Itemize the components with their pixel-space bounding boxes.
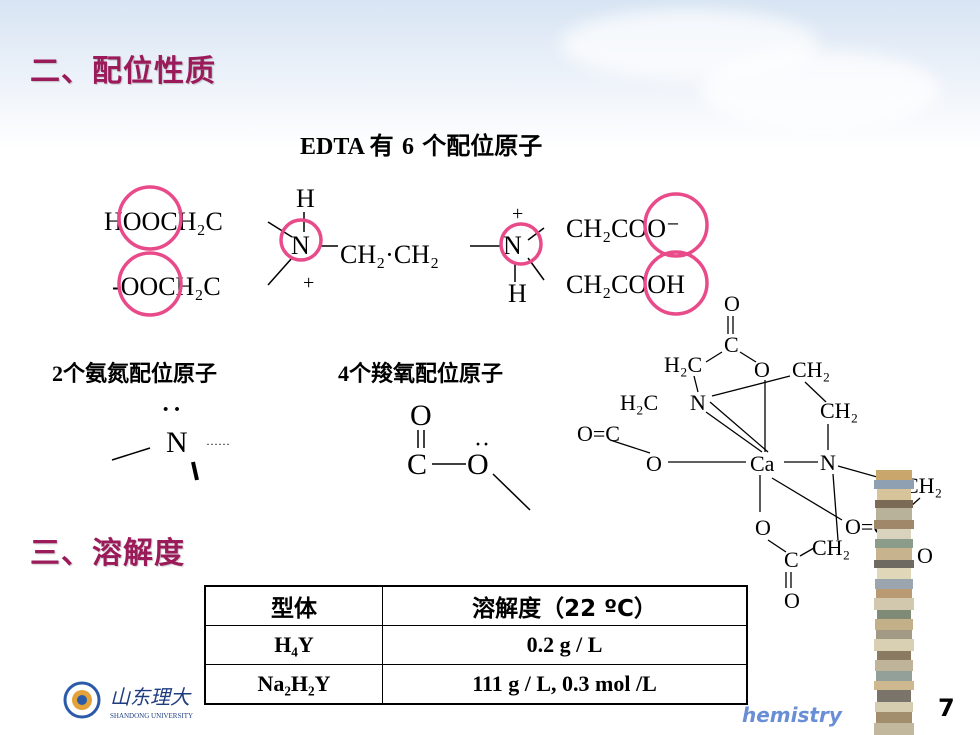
complex-o-top: O <box>724 291 740 316</box>
o-atom-count: 4 <box>338 361 349 386</box>
right-h: H <box>508 279 527 308</box>
fragment-bonds <box>111 430 531 511</box>
amine-n: N <box>166 426 188 459</box>
header-form: 型体 <box>204 585 383 626</box>
logo-text: SHANDONG UNIVERSITY <box>110 712 193 720</box>
left-top-group: HOOCH₂C <box>104 207 223 236</box>
complex-c-bottom: C <box>784 547 799 572</box>
section-heading-coordination: 二、配位性质 <box>30 54 216 89</box>
table-header-row: 型体 溶解度（22 ºC） <box>204 585 748 626</box>
n-atom-count: 2 <box>52 361 63 386</box>
complex-ch2-b: CH₂ <box>820 398 858 423</box>
n-atom-text: 个氨氮配位原子 <box>63 362 218 387</box>
complex-o-bottom: O <box>784 588 800 613</box>
book-stack-decoration <box>874 470 914 735</box>
complex-ca: Ca <box>750 451 775 476</box>
o-atom-text: 个羧氧配位原子 <box>349 362 504 387</box>
table-cell-form: Na₂H₂Y <box>204 664 383 705</box>
complex-ch2-a: CH₂ <box>792 357 830 382</box>
header-solubility: 溶解度（22 ºC） <box>382 585 748 626</box>
caption-prefix: EDTA <box>300 134 370 160</box>
complex-o-far: O <box>917 543 933 568</box>
table-cell-solubility: 0.2 g / L <box>382 625 748 665</box>
complex-n-top: N <box>690 390 706 415</box>
section-heading-solubility: 三、溶解度 <box>30 536 185 571</box>
carbonyl-c: C <box>407 448 427 481</box>
solubility-table: 型体 溶解度（22 ºC） H₄Y 0.2 g / L Na₂H₂Y 111 g… <box>204 585 748 705</box>
header-form-text: 型体 <box>271 596 317 622</box>
right-plus: + <box>512 203 523 225</box>
left-h: H <box>296 184 315 213</box>
caption-suffix: 个配位原子 <box>413 132 543 160</box>
table-cell-solubility: 111 g / L, 0.3 mol /L <box>382 664 748 705</box>
carbonyl-o: O <box>410 399 432 432</box>
complex-o-left: O <box>646 451 662 476</box>
amine-lone-pair: ·· <box>160 391 183 428</box>
logo-calligraphy: 山东理大 <box>110 687 192 709</box>
complex-h2c-a: H₂C <box>664 352 702 377</box>
table-row: H₄Y 0.2 g / L <box>204 625 748 665</box>
o-atom-label: 4个羧氧配位原子 <box>338 356 503 388</box>
complex-n-right: N <box>820 450 836 475</box>
complex-o-a: O <box>754 357 770 382</box>
caption-mid: 有 <box>369 132 402 160</box>
table-cell-form: H₄Y <box>204 625 383 665</box>
amine-dashed: ······ <box>206 437 230 451</box>
page-number: 7 <box>938 694 955 722</box>
ether-o: O <box>467 448 489 481</box>
right-n: N <box>503 231 522 260</box>
complex-bonds <box>609 316 921 588</box>
left-n: N <box>291 231 310 260</box>
university-logo: 山东理大 SHANDONG UNIVERSITY <box>63 681 193 720</box>
left-plus: + <box>303 272 314 294</box>
edta-caption: EDTA 有 6 个配位原子 <box>300 126 542 161</box>
ether-lone-pair: ·· <box>474 432 490 458</box>
header-solubility-text: 溶解度（22 ºC） <box>472 596 657 622</box>
right-top-group: CH₂COO⁻ <box>566 214 680 243</box>
table-row: Na₂H₂Y 111 g / L, 0.3 mol /L <box>204 664 748 705</box>
left-bottom-group: -OOCH₂C <box>112 272 221 301</box>
right-bottom-group: CH₂COOH <box>566 270 685 299</box>
complex-c-top: C <box>724 332 739 357</box>
complex-o-below: O <box>755 515 771 540</box>
complex-oc-left: O=C <box>577 421 620 446</box>
ethylene-bridge: CH₂·CH₂ <box>340 240 439 269</box>
structure-bonds <box>267 212 545 286</box>
cloud-decoration <box>700 50 940 130</box>
complex-h2c-n: H₂C <box>620 390 658 415</box>
complex-ch2-d: CH₂ <box>812 535 850 560</box>
n-atom-label: 2个氨氮配位原子 <box>52 356 217 388</box>
footer-brand: hemistry <box>742 703 842 727</box>
highlight-circles <box>117 185 709 317</box>
caption-number: 6 <box>401 134 414 160</box>
